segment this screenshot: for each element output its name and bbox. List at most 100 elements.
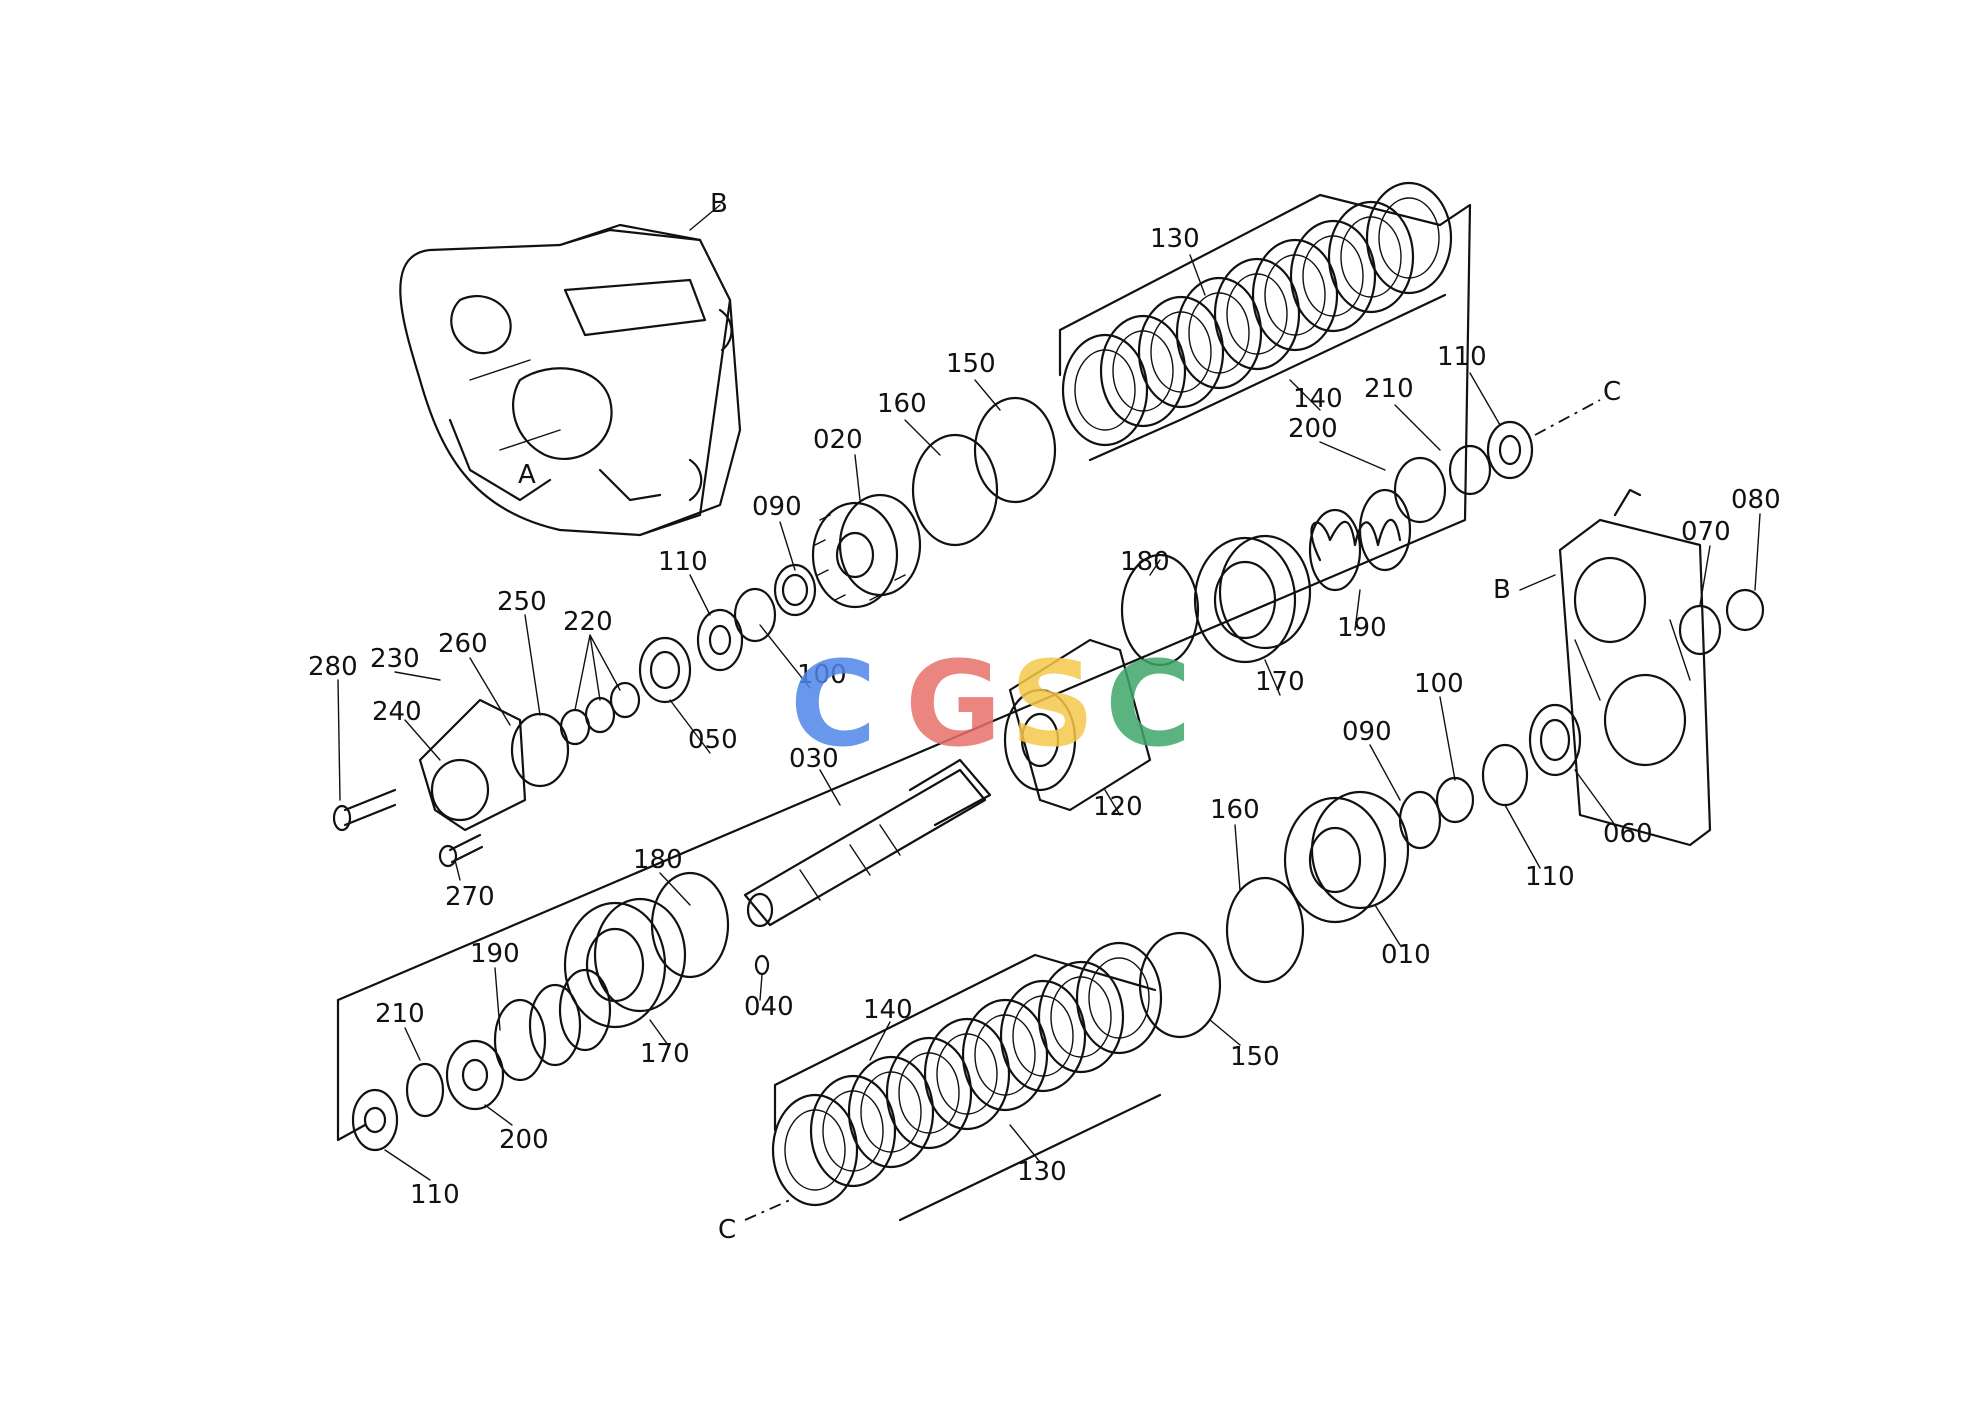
leader-line bbox=[1289, 379, 1321, 411]
part-label: 030 bbox=[789, 744, 839, 774]
bearing-050 bbox=[638, 636, 692, 704]
clutch-disc-inner bbox=[1264, 254, 1326, 336]
bolt-icon bbox=[438, 833, 484, 868]
washer-110 bbox=[1481, 743, 1529, 807]
part-label: 210 bbox=[375, 999, 425, 1029]
snap-ring-180 bbox=[1120, 553, 1200, 667]
clutch-plate-icon bbox=[1058, 181, 1453, 462]
friction-plate-150 bbox=[1138, 931, 1222, 1039]
leader-line bbox=[574, 634, 621, 711]
clutch-disc bbox=[1365, 181, 1453, 295]
seal-ring-220 bbox=[559, 708, 591, 746]
part-label: 110 bbox=[1525, 862, 1575, 892]
part-label: 060 bbox=[1603, 819, 1653, 849]
clutch-plate-icon bbox=[771, 941, 1163, 1222]
part-label: 140 bbox=[1293, 384, 1343, 414]
clutch-disc-inner bbox=[1302, 235, 1364, 317]
ref-b-top-leader: B bbox=[689, 189, 728, 231]
leader-line bbox=[1189, 254, 1206, 296]
leader-line bbox=[1394, 404, 1441, 451]
leader-line bbox=[1264, 659, 1281, 696]
clutch-drum-icon bbox=[1003, 638, 1152, 812]
part-label: 090 bbox=[1342, 717, 1392, 747]
part-label: 230 bbox=[370, 644, 420, 674]
leader-line bbox=[659, 872, 691, 906]
leader-line bbox=[469, 657, 511, 726]
leader-line bbox=[779, 521, 796, 571]
watermark-letter-4: C bbox=[1105, 635, 1192, 773]
part-label: 200 bbox=[499, 1125, 549, 1155]
clutch-disc-inner bbox=[1074, 349, 1136, 431]
part-label: 110 bbox=[410, 1180, 460, 1210]
leader-line bbox=[1149, 559, 1161, 576]
leader-line bbox=[669, 699, 711, 754]
leader-line bbox=[404, 1027, 421, 1061]
clutch-disc bbox=[847, 1055, 935, 1169]
washer-110 bbox=[351, 1088, 399, 1152]
clutch-disc bbox=[1175, 276, 1263, 390]
clutch-disc bbox=[1099, 314, 1187, 428]
bushing-100 bbox=[733, 587, 777, 643]
part-label: 040 bbox=[744, 992, 794, 1022]
clutch-disc-inner bbox=[1050, 976, 1112, 1058]
leader-line bbox=[524, 614, 541, 716]
piston-icon bbox=[1193, 534, 1312, 664]
washer-110-inner bbox=[363, 1106, 387, 1134]
part-label: 140 bbox=[863, 995, 913, 1025]
leader-line bbox=[819, 769, 841, 806]
clutch-disc-inner bbox=[898, 1052, 960, 1134]
needle-bearing-090 bbox=[1398, 790, 1442, 850]
clutch-disc-inner bbox=[1340, 216, 1402, 298]
leader-line bbox=[1374, 904, 1401, 946]
part-label: 190 bbox=[1337, 613, 1387, 643]
needle-bearing-090 bbox=[773, 563, 817, 617]
part-label: 170 bbox=[640, 1039, 690, 1069]
washer-200-inner bbox=[461, 1058, 489, 1092]
pump-cover-icon bbox=[418, 698, 527, 832]
part-label: 190 bbox=[470, 939, 520, 969]
spring-icon bbox=[1308, 488, 1412, 592]
leader-line bbox=[759, 974, 763, 1001]
part-label: 110 bbox=[658, 547, 708, 577]
part-label: 180 bbox=[633, 845, 683, 875]
leader-line bbox=[904, 419, 941, 456]
ref-label: A bbox=[518, 460, 536, 490]
plug-040 bbox=[754, 954, 770, 976]
friction-plate-150 bbox=[973, 396, 1057, 504]
leader-line bbox=[404, 719, 441, 761]
part-label: 250 bbox=[497, 587, 547, 617]
part-label: 050 bbox=[688, 725, 738, 755]
leader-lines bbox=[337, 254, 1761, 1181]
part-label: 220 bbox=[563, 607, 613, 637]
part-label: 130 bbox=[1017, 1157, 1067, 1187]
leader-line bbox=[759, 624, 811, 689]
watermark-letter-1: C bbox=[790, 635, 877, 773]
clutch-disc-inner bbox=[860, 1071, 922, 1153]
clutch-disc-inner bbox=[1188, 292, 1250, 374]
part-label: 160 bbox=[877, 389, 927, 419]
leader-line bbox=[454, 859, 461, 881]
seal-070 bbox=[1678, 604, 1722, 656]
shaft-icon bbox=[743, 758, 992, 928]
watermark-letter-2: G bbox=[905, 635, 1002, 773]
leader-line bbox=[974, 379, 1001, 411]
clutch-disc-inner bbox=[1012, 995, 1074, 1077]
part-label: 150 bbox=[946, 349, 996, 379]
snap-ring-160 bbox=[1225, 876, 1305, 984]
clutch-disc bbox=[885, 1036, 973, 1150]
ring-parts bbox=[351, 396, 1765, 1152]
snap-ring-210 bbox=[405, 1062, 445, 1118]
assembly-boundary-lines bbox=[336, 203, 1472, 1142]
watermark-logo: C G S C bbox=[790, 635, 1192, 773]
leader-line bbox=[1354, 589, 1361, 631]
clutch-disc bbox=[999, 979, 1087, 1093]
leader-line bbox=[1104, 789, 1121, 816]
ref-label: C bbox=[1603, 377, 1621, 407]
part-label: 170 bbox=[1255, 667, 1305, 697]
clutch-disc bbox=[1137, 295, 1225, 409]
clutch-disc bbox=[771, 1093, 859, 1207]
leader-line bbox=[337, 679, 341, 801]
leader-line bbox=[394, 671, 441, 681]
leader-line bbox=[1009, 1124, 1041, 1163]
washer-110-inner bbox=[708, 624, 732, 656]
